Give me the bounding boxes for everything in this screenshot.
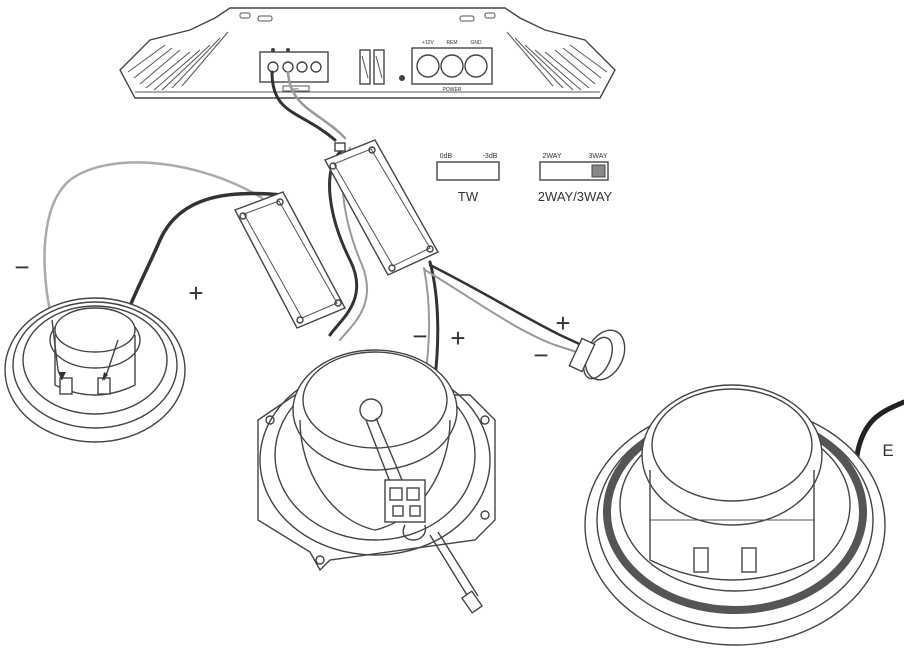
speaker-output-terminals: SPK: [259, 48, 329, 92]
power-terminal-block: +12V REM GND POWER: [399, 40, 493, 93]
way-switch-caption: 2WAY/3WAY: [538, 189, 613, 204]
tw-switch-0db-label: 0dB: [440, 153, 453, 160]
left-speaker-negative-label: −: [14, 252, 29, 282]
way-switch-2way-label: 2WAY: [542, 153, 561, 160]
crossover-module-woofer: [324, 139, 439, 276]
power-terminal-gnd-label: GND: [470, 40, 482, 46]
fuse-holder: [359, 49, 385, 85]
tweeter: [568, 329, 626, 381]
mid-speaker-negative-label: −: [412, 321, 427, 351]
heatsink-fins-left: [127, 31, 229, 91]
tweeter-negative-label: −: [533, 340, 548, 370]
crossover-module-tweeter: [234, 191, 346, 329]
amplifier: SPK +12V REM GND POWER: [119, 7, 616, 99]
heatsink-fins-right: [506, 31, 608, 91]
power-terminal-12v-label: +12V: [422, 40, 434, 46]
tw-switch-caption: TW: [458, 189, 479, 204]
tweeter-positive-label: +: [555, 308, 570, 338]
speaker-output-label: SPK: [293, 87, 299, 91]
edge-label: E: [882, 441, 893, 460]
tw-switch: 0dB -3dB TW: [436, 153, 500, 204]
mid-speaker-positive-label: +: [450, 323, 465, 353]
mid-speaker: [257, 349, 496, 614]
tw-switch-minus3db-label: -3dB: [483, 153, 498, 160]
way-switch: 2WAY 3WAY 2WAY/3WAY: [538, 153, 613, 204]
way-switch-3way-label: 3WAY: [588, 153, 607, 160]
power-label: POWER: [443, 87, 462, 93]
power-terminal-rem-label: REM: [446, 40, 457, 46]
left-speaker: [4, 297, 186, 443]
right-speaker: [584, 384, 886, 646]
left-speaker-positive-label: +: [188, 278, 203, 308]
